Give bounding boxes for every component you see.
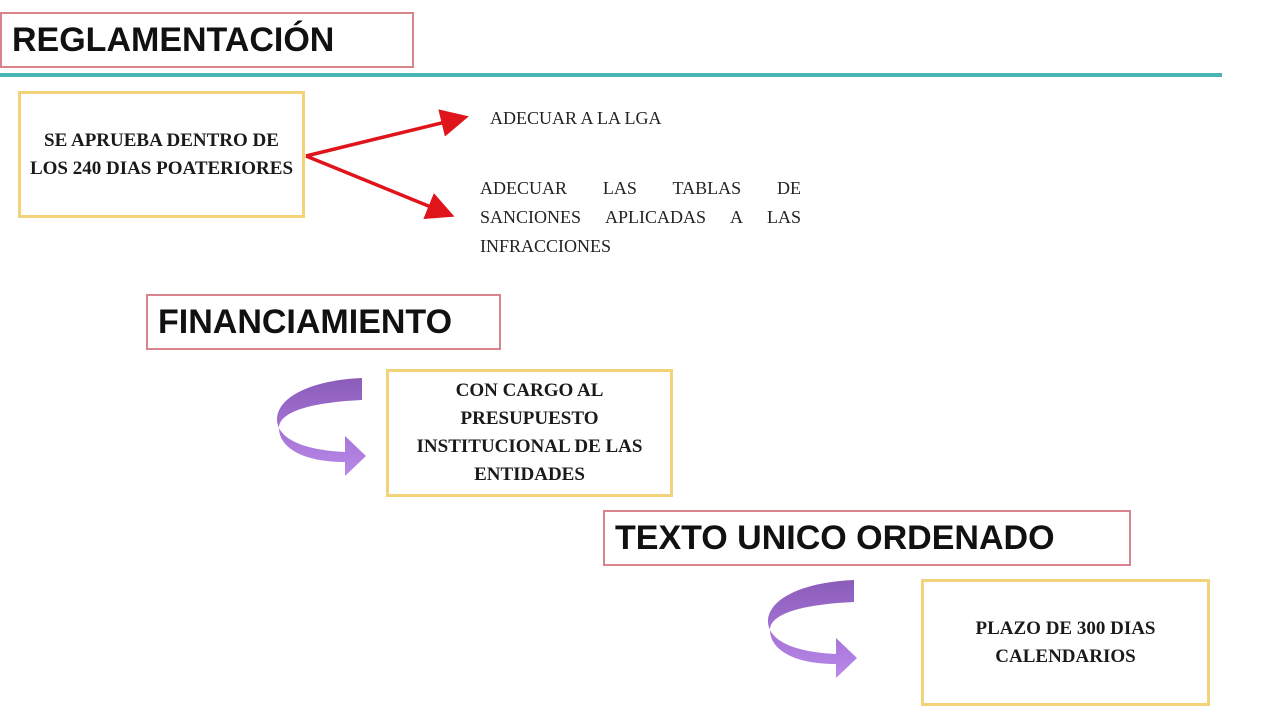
- texto-unico-note-box: PLAZO DE 300 DIAS CALENDARIOS: [921, 579, 1210, 706]
- reglamentacion-heading-text: REGLAMENTACIÓN: [12, 20, 335, 59]
- reglamentacion-note-text: SE APRUEBA DENTRO DE LOS 240 DIAS POATER…: [29, 129, 294, 179]
- adecuar-lga-text: ADECUAR A LA LGA: [490, 104, 790, 133]
- arrow-right-icon: [305, 154, 455, 220]
- adecuar-tablas-label: ADECUAR LAS TABLAS DE SANCIONES APLICADA…: [480, 178, 801, 256]
- adecuar-tablas-text: ADECUAR LAS TABLAS DE SANCIONES APLICADA…: [480, 174, 801, 261]
- reglamentacion-note-box: SE APRUEBA DENTRO DE LOS 240 DIAS POATER…: [18, 91, 305, 218]
- arrow-right-icon: [305, 109, 469, 158]
- adecuar-lga-label: ADECUAR A LA LGA: [490, 108, 662, 128]
- curved-arrow-down-right-icon: [767, 580, 857, 678]
- texto-unico-heading: TEXTO UNICO ORDENADO: [603, 510, 1131, 566]
- financiamiento-note-text: CON CARGO AL PRESUPUESTO INSTITUCIONAL D…: [416, 380, 643, 485]
- financiamiento-heading-text: FINANCIAMIENTO: [158, 302, 453, 341]
- curved-arrow-down-right-icon: [276, 378, 366, 476]
- texto-unico-heading-text: TEXTO UNICO ORDENADO: [615, 518, 1055, 557]
- reglamentacion-heading: REGLAMENTACIÓN: [0, 12, 414, 68]
- financiamiento-note-box: CON CARGO AL PRESUPUESTO INSTITUCIONAL D…: [386, 369, 673, 497]
- financiamiento-heading: FINANCIAMIENTO: [146, 294, 501, 350]
- header-divider: [0, 73, 1222, 77]
- texto-unico-note-text: PLAZO DE 300 DIAS CALENDARIOS: [975, 617, 1156, 667]
